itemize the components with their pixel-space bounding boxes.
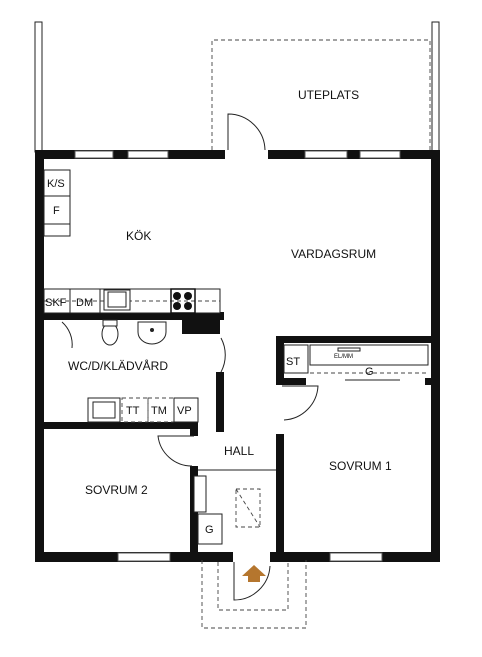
label-elmm: EL/MM [334,354,353,360]
label-g-wardrobe: G [365,366,374,378]
entrance-arrow-icon [242,565,266,582]
label-tt: TT [126,405,140,417]
room-label-kok: KÖK [126,229,151,243]
label-f: F [53,205,60,217]
entrance [201,560,307,629]
room-label-wc: WC/D/KLÄDVÅRD [68,358,168,373]
patio-door [227,113,266,151]
label-g-hall: G [205,524,214,536]
kitchen-fixtures [43,169,221,314]
room-label-uteplats: UTEPLATS [298,88,359,102]
windows [74,150,401,562]
label-ks: K/S [47,178,65,190]
stove-icon [173,292,181,300]
patio-railings [34,21,440,153]
room-label-hall: HALL [224,444,254,458]
interior-doors [61,321,319,471]
label-tm: TM [151,405,167,417]
label-st: ST [286,356,300,368]
bathroom-fixtures [87,319,199,423]
room-label-sovrum1: SOVRUM 1 [329,459,392,473]
storage-fixtures [193,344,429,545]
room-label-sovrum2: SOVRUM 2 [85,483,148,497]
label-dm: DM [76,297,93,309]
room-label-vardagsrum: VARDAGSRUM [291,247,376,261]
label-skf: SKF [45,297,67,309]
label-vp: VP [177,405,192,417]
washbasin-icon [137,321,167,345]
